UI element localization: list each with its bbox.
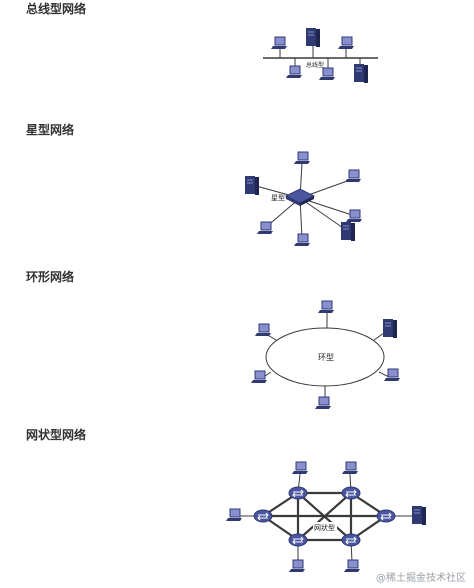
mesh-laptop-icon	[341, 461, 359, 475]
star-server-icon	[340, 221, 356, 242]
mesh-router-icon	[253, 509, 273, 523]
star-network-title: 星型网络	[26, 123, 75, 137]
ring-topology: 环型	[250, 300, 401, 410]
mesh-router-icon	[341, 486, 361, 500]
star-laptop-icon	[293, 151, 311, 165]
mesh-network-title: 网状型网络	[26, 428, 87, 442]
bus-laptop-icon	[285, 65, 303, 79]
mesh-router-icon	[376, 509, 396, 523]
star-laptop-icon	[293, 233, 311, 247]
watermark: @稀土掘金技术社区	[376, 573, 466, 584]
star-laptop-icon	[345, 209, 363, 223]
mesh-router-icon	[341, 533, 361, 547]
bus-network-title: 总线型网络	[26, 2, 87, 16]
star-label: 星型	[271, 193, 285, 202]
bus-laptop-icon	[337, 36, 355, 50]
bus-laptop-icon	[270, 36, 288, 50]
star-topology: 星型	[244, 151, 363, 247]
bus-server-icon	[353, 63, 369, 84]
mesh-server-icon	[411, 505, 427, 526]
ring-laptop-icon	[383, 368, 401, 382]
ring-laptop-icon	[314, 396, 332, 410]
ring-server-icon	[382, 318, 398, 339]
star-server-icon	[244, 175, 260, 196]
bus-topology: 总线型	[263, 27, 378, 84]
ring-network-title: 环形网络	[26, 270, 75, 284]
mesh-laptop-icon	[291, 461, 309, 475]
mesh-topology: 网状型	[225, 461, 427, 573]
ring-laptop-icon	[317, 300, 335, 314]
star-laptop-icon	[256, 221, 274, 235]
bus-label: 总线型	[306, 61, 324, 69]
bus-server-icon	[305, 27, 321, 48]
bus-laptop-icon	[318, 67, 336, 81]
mesh-router-icon	[288, 533, 308, 547]
mesh-laptop-icon	[288, 559, 306, 573]
ring-laptop-icon	[254, 323, 272, 337]
mesh-router-icon	[288, 486, 308, 500]
star-laptop-icon	[344, 169, 362, 183]
ring-label: 环型	[318, 353, 334, 362]
ring-laptop-icon	[250, 370, 268, 384]
mesh-label: 网状型	[314, 523, 335, 532]
mesh-laptop-icon	[343, 559, 361, 573]
mesh-laptop-icon	[225, 508, 243, 522]
